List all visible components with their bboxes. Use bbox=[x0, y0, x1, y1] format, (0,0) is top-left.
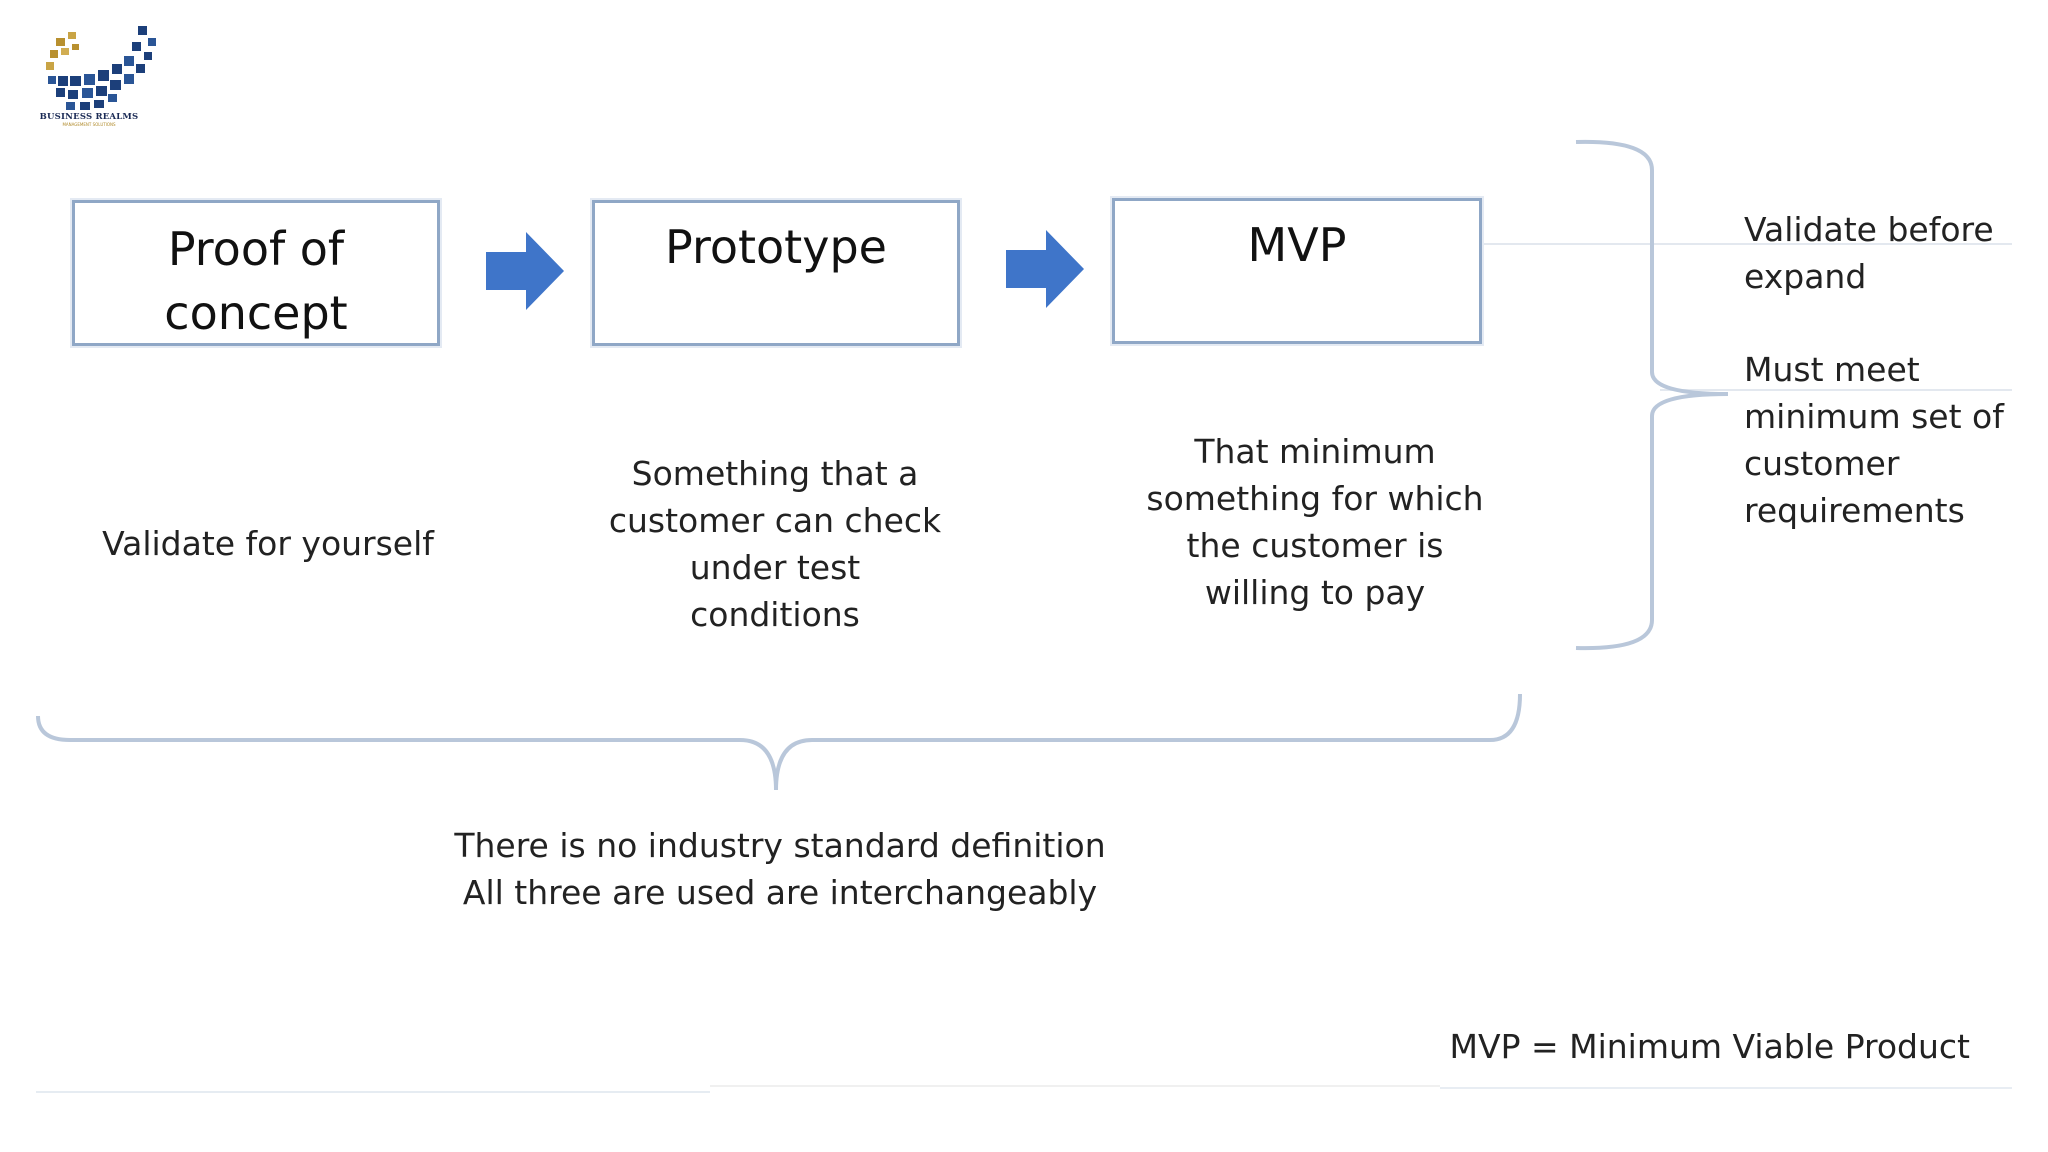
logo-globe-icon bbox=[46, 26, 156, 110]
stage-description-prototype: Something that a customer can check unde… bbox=[608, 454, 942, 634]
stage-box-mvp: MVP bbox=[1112, 198, 1482, 344]
right-arrow-icon bbox=[486, 232, 564, 310]
stage-description-proof-of-concept: Validate for yourself bbox=[102, 524, 434, 563]
business-realms-logo bbox=[46, 26, 156, 110]
stage-box-prototype: Prototype bbox=[592, 200, 960, 346]
bottom-brace bbox=[36, 693, 1522, 791]
bottom-note: There is no industry standard definition… bbox=[454, 826, 1106, 912]
stage-box-proof-of-concept: Proof of concept bbox=[72, 200, 440, 346]
side-note-minimum-requirements: Must meet minimum set of customer requir… bbox=[1744, 350, 2004, 530]
mvp-definition: MVP = Minimum Viable Product bbox=[1449, 1027, 1970, 1066]
side-note-validate-before-expand: Validate before expand bbox=[1744, 210, 1994, 296]
stage-description-mvp: That minimum something for which the cus… bbox=[1146, 432, 1484, 612]
stage-label: Proof of concept bbox=[164, 222, 348, 340]
logo-text: BUSINESS REALMS bbox=[39, 112, 139, 122]
logo-subtext: MANAGEMENT SOLUTIONS bbox=[62, 122, 116, 127]
right-arrow-icon bbox=[1006, 230, 1084, 308]
stage-label: Prototype bbox=[665, 220, 887, 274]
stage-label: MVP bbox=[1247, 218, 1347, 272]
right-brace bbox=[1575, 139, 1729, 651]
